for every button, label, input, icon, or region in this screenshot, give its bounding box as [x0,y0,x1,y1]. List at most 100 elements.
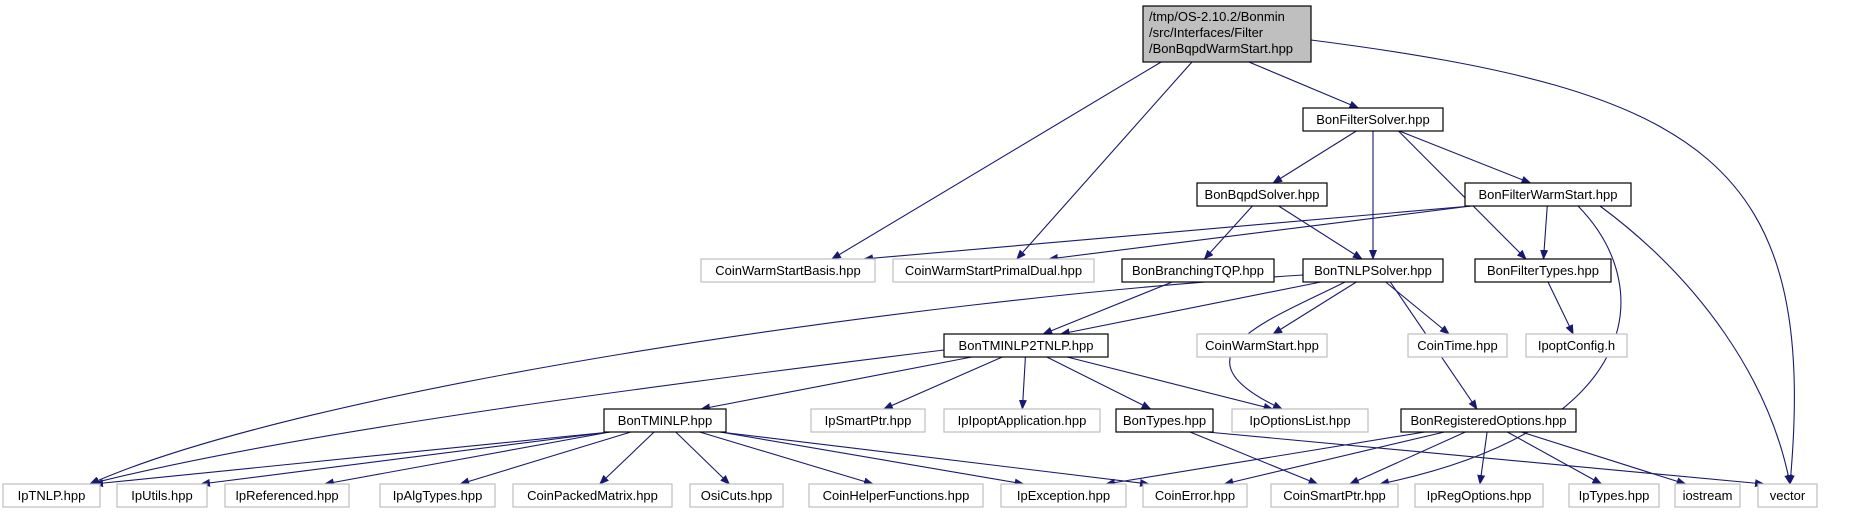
node-iptypes: IpTypes.hpp [1568,483,1660,508]
edge-filtersolver-to-bqpdsolver [1272,130,1357,184]
edge-tminlp-to-ipalgtypes [459,431,632,486]
edge-regoptions-to-ipexception [1105,431,1425,487]
edge-tminlp2tnlp-to-bontypes [1046,356,1152,410]
node-box [1142,5,1312,63]
node-box [1464,182,1632,207]
node-label: CoinWarmStartBasis.hpp [715,263,860,278]
node-coinerror: CoinError.hpp [1142,483,1248,508]
edge-tminlp-to-coinhelper [699,431,874,486]
node-bontypes[interactable]: BonTypes.hpp [1115,408,1214,433]
node-osicuts: OsiCuts.hpp [689,483,784,508]
node-filtersolver[interactable]: BonFilterSolver.hpp [1302,107,1444,132]
edge-regoptions-to-ipregoptions [1477,431,1488,485]
edge-filtersolver-to-filtertypes [1398,130,1527,260]
node-label: CoinWarmStartPrimalDual.hpp [905,263,1082,278]
edge-tminlp-to-coinerror [719,431,1150,487]
node-label: BonTMINLP2TNLP.hpp [959,338,1094,353]
edge-tminlp2tnlp-to-iptnlp [89,349,945,486]
node-cwsprimaldual: CoinWarmStartPrimalDual.hpp [892,258,1095,283]
edge-regoptions-to-coinsmartptr [1348,431,1466,485]
edge-tnlpsolver-to-coinwarmstart [1272,281,1357,335]
node-box [689,483,784,508]
node-label: IpSmartPtr.hpp [825,413,912,428]
node-box [379,483,496,508]
edge-root-to-vector [1310,39,1795,485]
node-box [1674,483,1741,508]
node-label: vector [1770,488,1806,503]
node-label: IpTypes.hpp [1579,488,1650,503]
node-filterwarmstart[interactable]: BonFilterWarmStart.hpp [1464,182,1632,207]
edge-tnlpsolver-to-iptnlp [89,274,1304,485]
edge-tminlp2tnlp-to-ipoptionslist [1066,356,1274,411]
edge-filterwarmstart-to-vector [1599,205,1793,485]
node-label: CoinTime.hpp [1417,338,1497,353]
node-ipipoptapp: IpIpoptApplication.hpp [943,408,1101,433]
node-label: IpException.hpp [1017,488,1110,503]
node-box [1414,483,1544,508]
node-label: CoinPackedMatrix.hpp [527,488,658,503]
node-root[interactable]: /tmp/OS-2.10.2/Bonmin/src/Interfaces/Fil… [1142,5,1312,63]
node-box [892,258,1095,283]
edge-tminlp-to-iputils [200,431,611,487]
node-box [512,483,673,508]
node-label: IpAlgTypes.hpp [393,488,483,503]
node-label: BonTNLPSolver.hpp [1314,263,1432,278]
edge-bqpdsolver-to-branchingtqp [1203,205,1253,260]
edge-tminlp2tnlp-to-tminlp [700,356,972,412]
edge-branchingtqp-to-tminlp2tnlp [1042,281,1173,335]
node-branchingtqp[interactable]: BonBranchingTQP.hpp [1121,258,1275,283]
edge-regoptions-to-coinerror [1223,431,1445,486]
node-label: IpoptConfig.h [1538,338,1615,353]
node-box [2,483,101,508]
node-label: BonTypes.hpp [1123,413,1206,428]
node-tnlpsolver[interactable]: BonTNLPSolver.hpp [1302,258,1444,283]
node-box [224,483,350,508]
node-box [810,408,926,433]
node-box [1302,107,1444,132]
edge-root-to-filtersolver [1248,61,1360,109]
edge-filterwarmstart-to-cwsbasis [863,205,1472,263]
node-box [943,333,1109,358]
node-label: BonFilterWarmStart.hpp [1479,187,1618,202]
node-label: OsiCuts.hpp [701,488,773,503]
node-box [1000,483,1127,508]
node-bqpdsolver[interactable]: BonBqpdSolver.hpp [1196,182,1328,207]
edge-tminlp-to-coinpackedmatrix [599,431,655,485]
node-tminlp2tnlp[interactable]: BonTMINLP2TNLP.hpp [943,333,1109,358]
node-coinwarmstart: CoinWarmStart.hpp [1196,333,1328,358]
node-tminlp[interactable]: BonTMINLP.hpp [603,408,727,433]
node-label: IpTNLP.hpp [18,488,86,503]
node-label: CoinError.hpp [1155,488,1235,503]
edge-filtertypes-to-ipoptconfig [1547,281,1574,335]
node-iptnlp: IpTNLP.hpp [2,483,101,508]
node-ipexception: IpException.hpp [1000,483,1127,508]
node-box [603,408,727,433]
node-box [1568,483,1660,508]
node-filtertypes[interactable]: BonFilterTypes.hpp [1474,258,1612,283]
node-ipoptionslist: IpOptionsList.hpp [1231,408,1369,433]
node-coinhelper: CoinHelperFunctions.hpp [808,483,984,508]
node-box [1270,483,1399,508]
node-box [700,258,876,283]
node-box [1525,333,1628,358]
node-box [1196,333,1328,358]
node-ipregoptions: IpRegOptions.hpp [1414,483,1544,508]
node-box [1474,258,1612,283]
nodes-layer: /tmp/OS-2.10.2/Bonmin/src/Interfaces/Fil… [2,5,1818,508]
node-box [1196,182,1328,207]
node-regoptions[interactable]: BonRegisteredOptions.hpp [1400,408,1577,433]
node-label: CoinHelperFunctions.hpp [823,488,970,503]
node-label: IpRegOptions.hpp [1427,488,1532,503]
node-label: CoinWarmStart.hpp [1205,338,1319,353]
node-label: BonRegisteredOptions.hpp [1410,413,1566,428]
node-label: IpOptionsList.hpp [1249,413,1350,428]
edge-regoptions-to-iptypes [1507,431,1603,485]
node-box [1757,483,1818,508]
node-box [1407,333,1508,358]
node-box [1121,258,1275,283]
node-cointime: CoinTime.hpp [1407,333,1508,358]
edge-filterwarmstart-to-filtertypes [1540,205,1549,260]
edge-tminlp2tnlp-to-ipipoptapp [1018,356,1027,410]
edge-root-to-cwsprimaldual [1016,61,1193,260]
